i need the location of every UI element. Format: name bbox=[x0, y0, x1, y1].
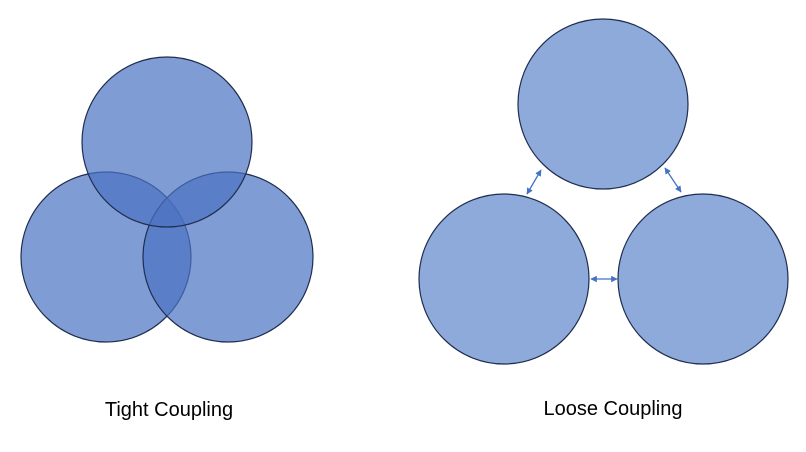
tight-circle-top bbox=[81, 56, 253, 228]
tight-coupling-group bbox=[20, 56, 314, 343]
loose-circle-left bbox=[418, 193, 590, 365]
double-arrow-top-right bbox=[664, 167, 682, 193]
loose-circle-top bbox=[517, 18, 689, 190]
loose-coupling-group bbox=[418, 18, 789, 365]
loose-coupling-caption: Loose Coupling bbox=[543, 398, 683, 420]
double-arrow-top-left bbox=[526, 169, 542, 195]
loose-circle-right bbox=[617, 193, 789, 365]
tight-coupling-caption: Tight Coupling bbox=[104, 399, 234, 421]
